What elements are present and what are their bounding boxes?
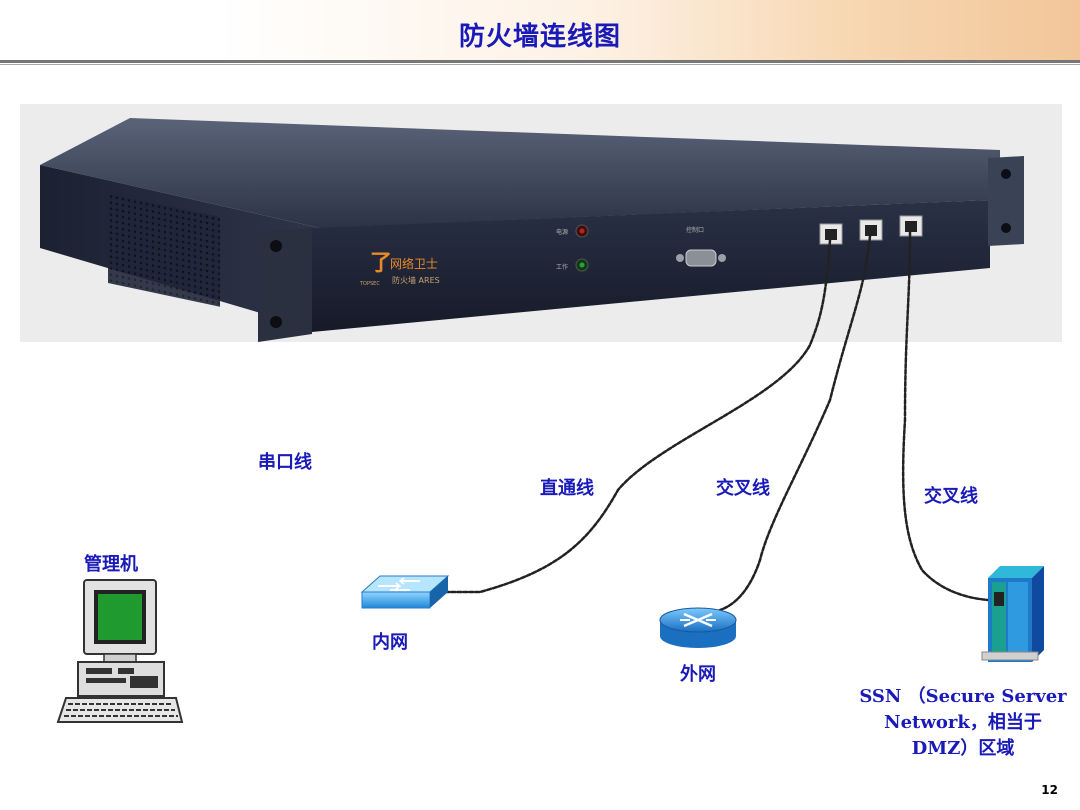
screw-icon: [270, 240, 282, 252]
page-title: 防火墙连线图: [458, 22, 621, 52]
serial-cable-label: 串口线: [258, 452, 312, 473]
cross-cable-ssn: [901, 230, 990, 602]
cross-cable-label-2: 交叉线: [924, 486, 978, 507]
management-pc-icon: [56, 579, 184, 723]
screw-icon: [1001, 169, 1011, 179]
inner-network-label: 内网: [372, 632, 408, 653]
page-number: 12: [1041, 783, 1058, 797]
screw-icon: [1001, 223, 1011, 233]
switch-icon: [360, 575, 450, 609]
brand-logo-icon: 了: [370, 250, 392, 276]
title-rule: [0, 60, 1080, 63]
header-band: [0, 0, 1080, 60]
brand-model: 防火墙 ARES: [392, 275, 440, 285]
server-icon: [981, 566, 1044, 662]
firewall-device: 了 网络卫士 防火墙 ARES TOPSEC 电源 工作 控制口: [40, 118, 1024, 342]
led-power-label: 电源: [556, 228, 568, 236]
straight-cable: [436, 238, 832, 594]
ssn-zone-label: SSN （Secure Server Network，相当于DMZ）区域: [859, 686, 1067, 759]
console-port-icon: [685, 249, 717, 267]
console-label: 控制口: [686, 226, 704, 234]
cross-cable-label-1: 交叉线: [716, 478, 770, 499]
brand-maker: TOPSEC: [359, 281, 380, 287]
straight-cable-label: 直通线: [540, 478, 594, 499]
outer-network-label: 外网: [680, 664, 716, 685]
console-screw-icon: [676, 254, 684, 262]
cables: [436, 230, 990, 612]
cross-cable-outer: [718, 234, 872, 612]
screw-icon: [270, 316, 282, 328]
brand-name: 网络卫士: [390, 256, 438, 271]
led-work-label: 工作: [556, 263, 568, 271]
router-icon: [659, 607, 737, 648]
management-pc-label: 管理机: [84, 554, 138, 575]
title-rule-thin: [0, 64, 1080, 65]
